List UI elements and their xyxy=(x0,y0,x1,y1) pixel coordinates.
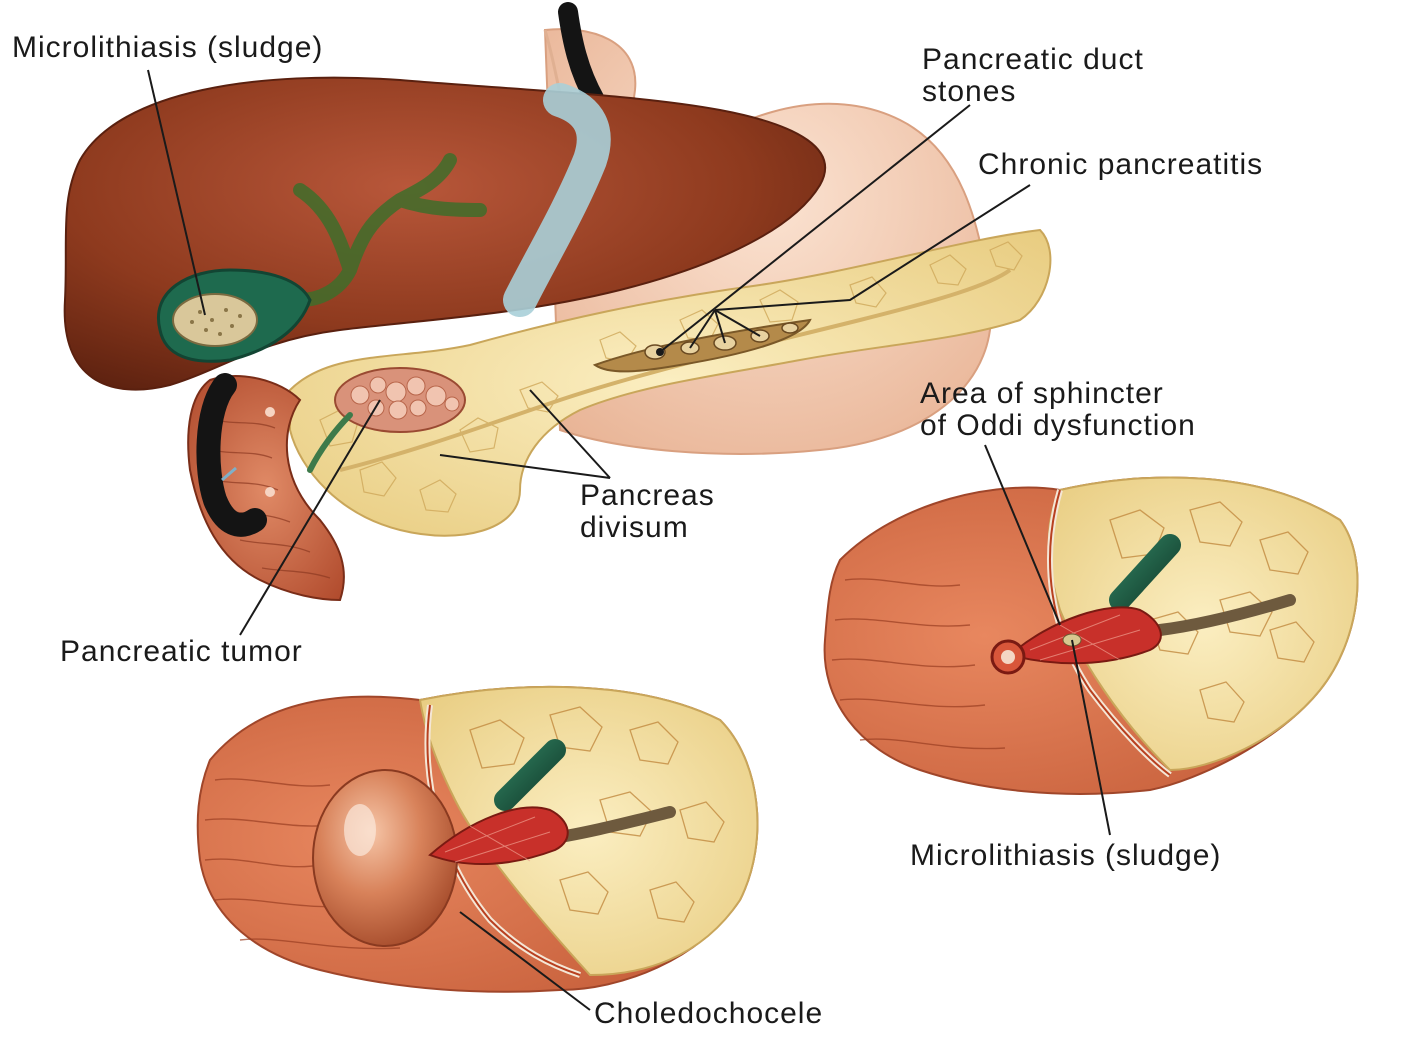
inset-sphincter xyxy=(825,478,1358,794)
label-pancreatic-duct-stones: Pancreatic duct stones xyxy=(922,44,1144,108)
tumor xyxy=(335,368,465,432)
label-sphincter-of-oddi: Area of sphincter of Oddi dysfunction xyxy=(920,378,1196,442)
label-choledochocele: Choledochocele xyxy=(594,998,823,1030)
label-pancreas-divisum-line1: Pancreas xyxy=(580,480,715,512)
label-pancreas-divisum-line2: divisum xyxy=(580,512,715,544)
label-microlithiasis-top-text: Microlithiasis (sludge) xyxy=(12,32,323,64)
label-chronic-pancreatitis-text: Chronic pancreatitis xyxy=(978,149,1263,181)
label-duct-stones-line1: Pancreatic duct xyxy=(922,44,1144,76)
label-microlithiasis-bottom-text: Microlithiasis (sludge) xyxy=(910,840,1221,872)
gallbladder xyxy=(158,270,310,361)
label-sphincter-line1: Area of sphincter xyxy=(920,378,1196,410)
label-chronic-pancreatitis: Chronic pancreatitis xyxy=(978,149,1263,181)
inset-choledochocele xyxy=(198,687,758,992)
label-pancreatic-tumor: Pancreatic tumor xyxy=(60,636,303,668)
label-choledochocele-text: Choledochocele xyxy=(594,998,823,1030)
label-microlithiasis-top: Microlithiasis (sludge) xyxy=(12,32,323,64)
label-sphincter-line2: of Oddi dysfunction xyxy=(920,410,1196,442)
label-microlithiasis-bottom: Microlithiasis (sludge) xyxy=(910,840,1221,872)
label-pancreas-divisum: Pancreas divisum xyxy=(580,480,715,544)
label-duct-stones-line2: stones xyxy=(922,76,1144,108)
label-pancreatic-tumor-text: Pancreatic tumor xyxy=(60,636,303,668)
